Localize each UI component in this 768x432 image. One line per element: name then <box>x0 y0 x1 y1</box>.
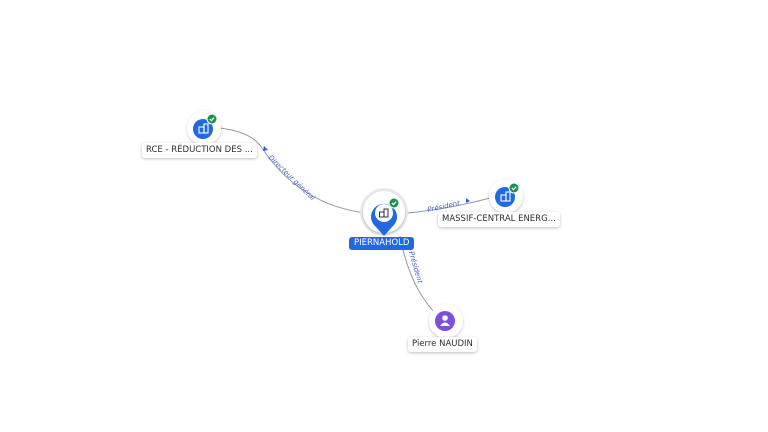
node-massif[interactable] <box>489 179 523 213</box>
node-pierre[interactable] <box>429 304 463 338</box>
node-label-rce[interactable]: RCE - RÉDUCTION DES ... <box>142 143 257 158</box>
verified-check-icon <box>206 113 218 125</box>
arrow-icon <box>263 146 268 151</box>
edge-label-pierre-main: Président <box>407 250 424 284</box>
arrow-icon <box>466 198 470 203</box>
node-label-main[interactable]: PIERNAHOLD <box>349 237 415 250</box>
person-icon <box>440 315 450 326</box>
node-label-pierre[interactable]: Pierre NAUDIN <box>408 337 477 352</box>
edge-main-rce[interactable]: Directeur général <box>219 127 367 214</box>
edge-label-main-rce: Directeur général <box>267 154 317 203</box>
verified-check-icon <box>388 197 400 209</box>
building-icon <box>198 123 209 134</box>
building-icon <box>379 208 389 218</box>
node-main[interactable] <box>360 188 408 236</box>
building-icon <box>500 191 511 202</box>
node-rce[interactable] <box>187 111 221 145</box>
node-label-massif[interactable]: MASSIF-CENTRAL ENERG... <box>438 212 560 227</box>
verified-check-icon <box>508 182 520 194</box>
